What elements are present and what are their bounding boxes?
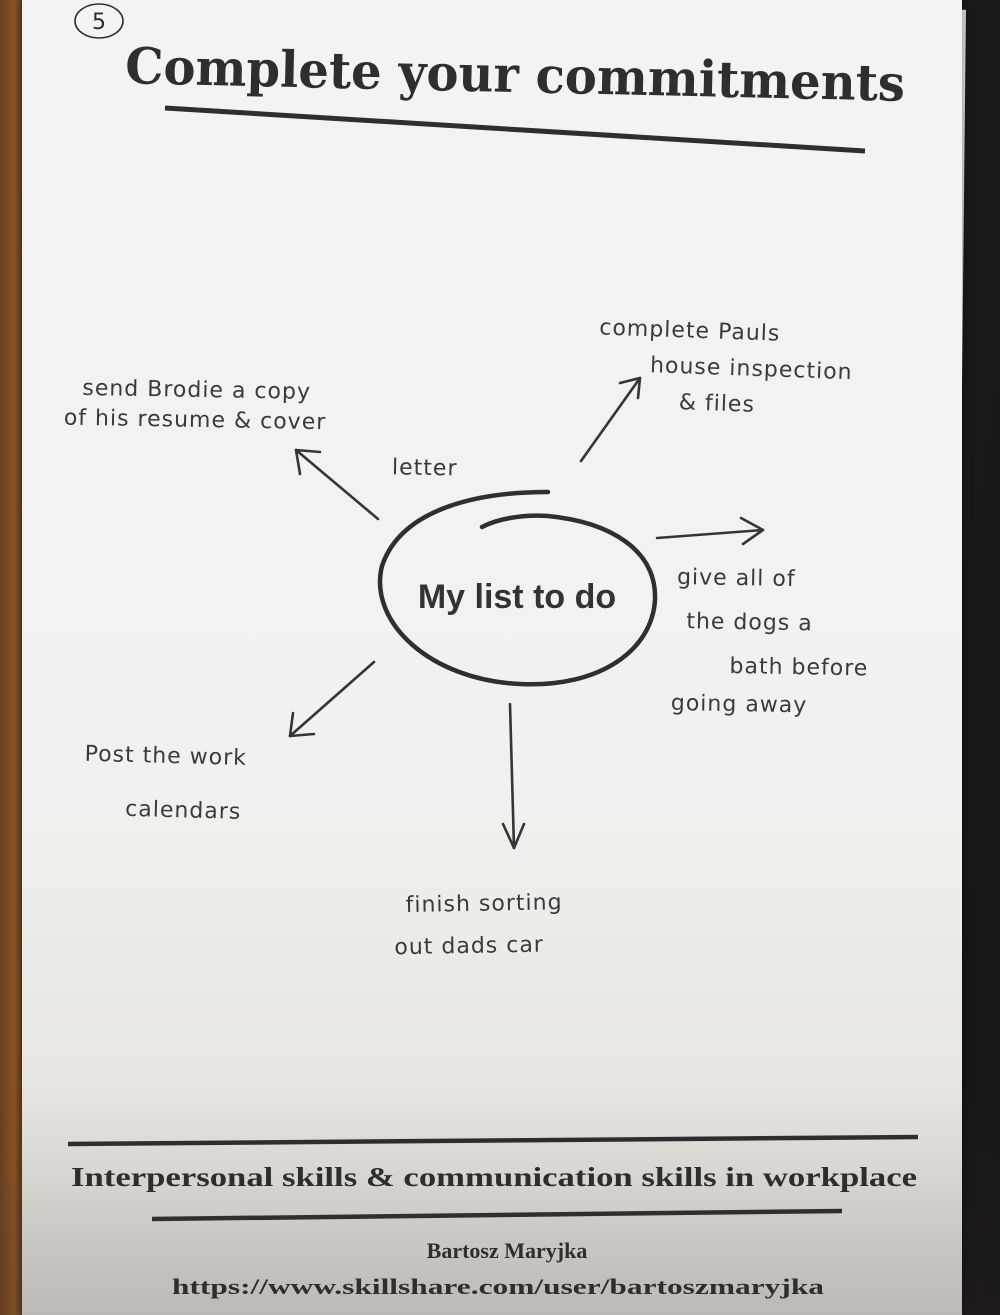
arrow-to-pauls xyxy=(579,376,642,463)
footer-bottom-rule xyxy=(151,1208,843,1222)
pauls-line-3: & files xyxy=(678,390,755,418)
arrow-to-brodie xyxy=(294,448,380,521)
dadscar-line-2: out dads car xyxy=(394,933,544,961)
center-node: My list to do xyxy=(377,489,658,687)
dogs-line-2: the dogs a xyxy=(686,609,813,636)
brodie-line-2: of his resume & cover xyxy=(64,406,327,436)
center-label: My list to do xyxy=(418,578,616,616)
brodie-line-1: send Brodie a copy xyxy=(82,376,311,405)
branch-pauls: complete Pauls house inspection & files xyxy=(599,315,853,418)
arrow-to-dadscar xyxy=(501,702,526,850)
worksheet-paper xyxy=(22,0,962,1315)
arrow-to-dogs xyxy=(655,516,765,546)
footer-top-rule xyxy=(67,1134,919,1147)
branch-calendars: Post the work calendars xyxy=(84,742,247,825)
pauls-line-1: complete Pauls xyxy=(599,315,781,346)
dogs-line-1: give all of xyxy=(677,565,796,592)
page-title: Complete your commitments xyxy=(125,36,906,113)
branch-dadscar: finish sorting out dads car xyxy=(394,890,563,961)
pauls-line-2: house inspection xyxy=(650,353,853,385)
dogs-line-3: bath before xyxy=(729,654,868,681)
branch-dogs: give all of the dogs a bath before going… xyxy=(671,565,869,718)
author-url: https://www.skillshare.com/user/bartoszm… xyxy=(172,1274,824,1299)
calendars-line-1: Post the work xyxy=(84,742,247,771)
brodie-line-3: letter xyxy=(392,455,458,481)
page-number: 5 xyxy=(92,10,106,35)
course-title: Interpersonal skills & communication ski… xyxy=(71,1162,917,1192)
page-number-badge: 5 xyxy=(74,3,124,39)
wooden-table-edge xyxy=(0,0,26,1315)
calendars-line-2: calendars xyxy=(125,797,242,825)
title-underline xyxy=(164,105,866,154)
arrow-to-calendars xyxy=(288,660,376,738)
center-circle-stroke xyxy=(377,489,658,687)
author-name: Bartosz Maryjka xyxy=(427,1238,588,1263)
dadscar-line-1: finish sorting xyxy=(405,890,562,918)
dogs-line-4: going away xyxy=(671,691,808,718)
branch-brodie: send Brodie a copy of his resume & cover… xyxy=(64,376,458,482)
